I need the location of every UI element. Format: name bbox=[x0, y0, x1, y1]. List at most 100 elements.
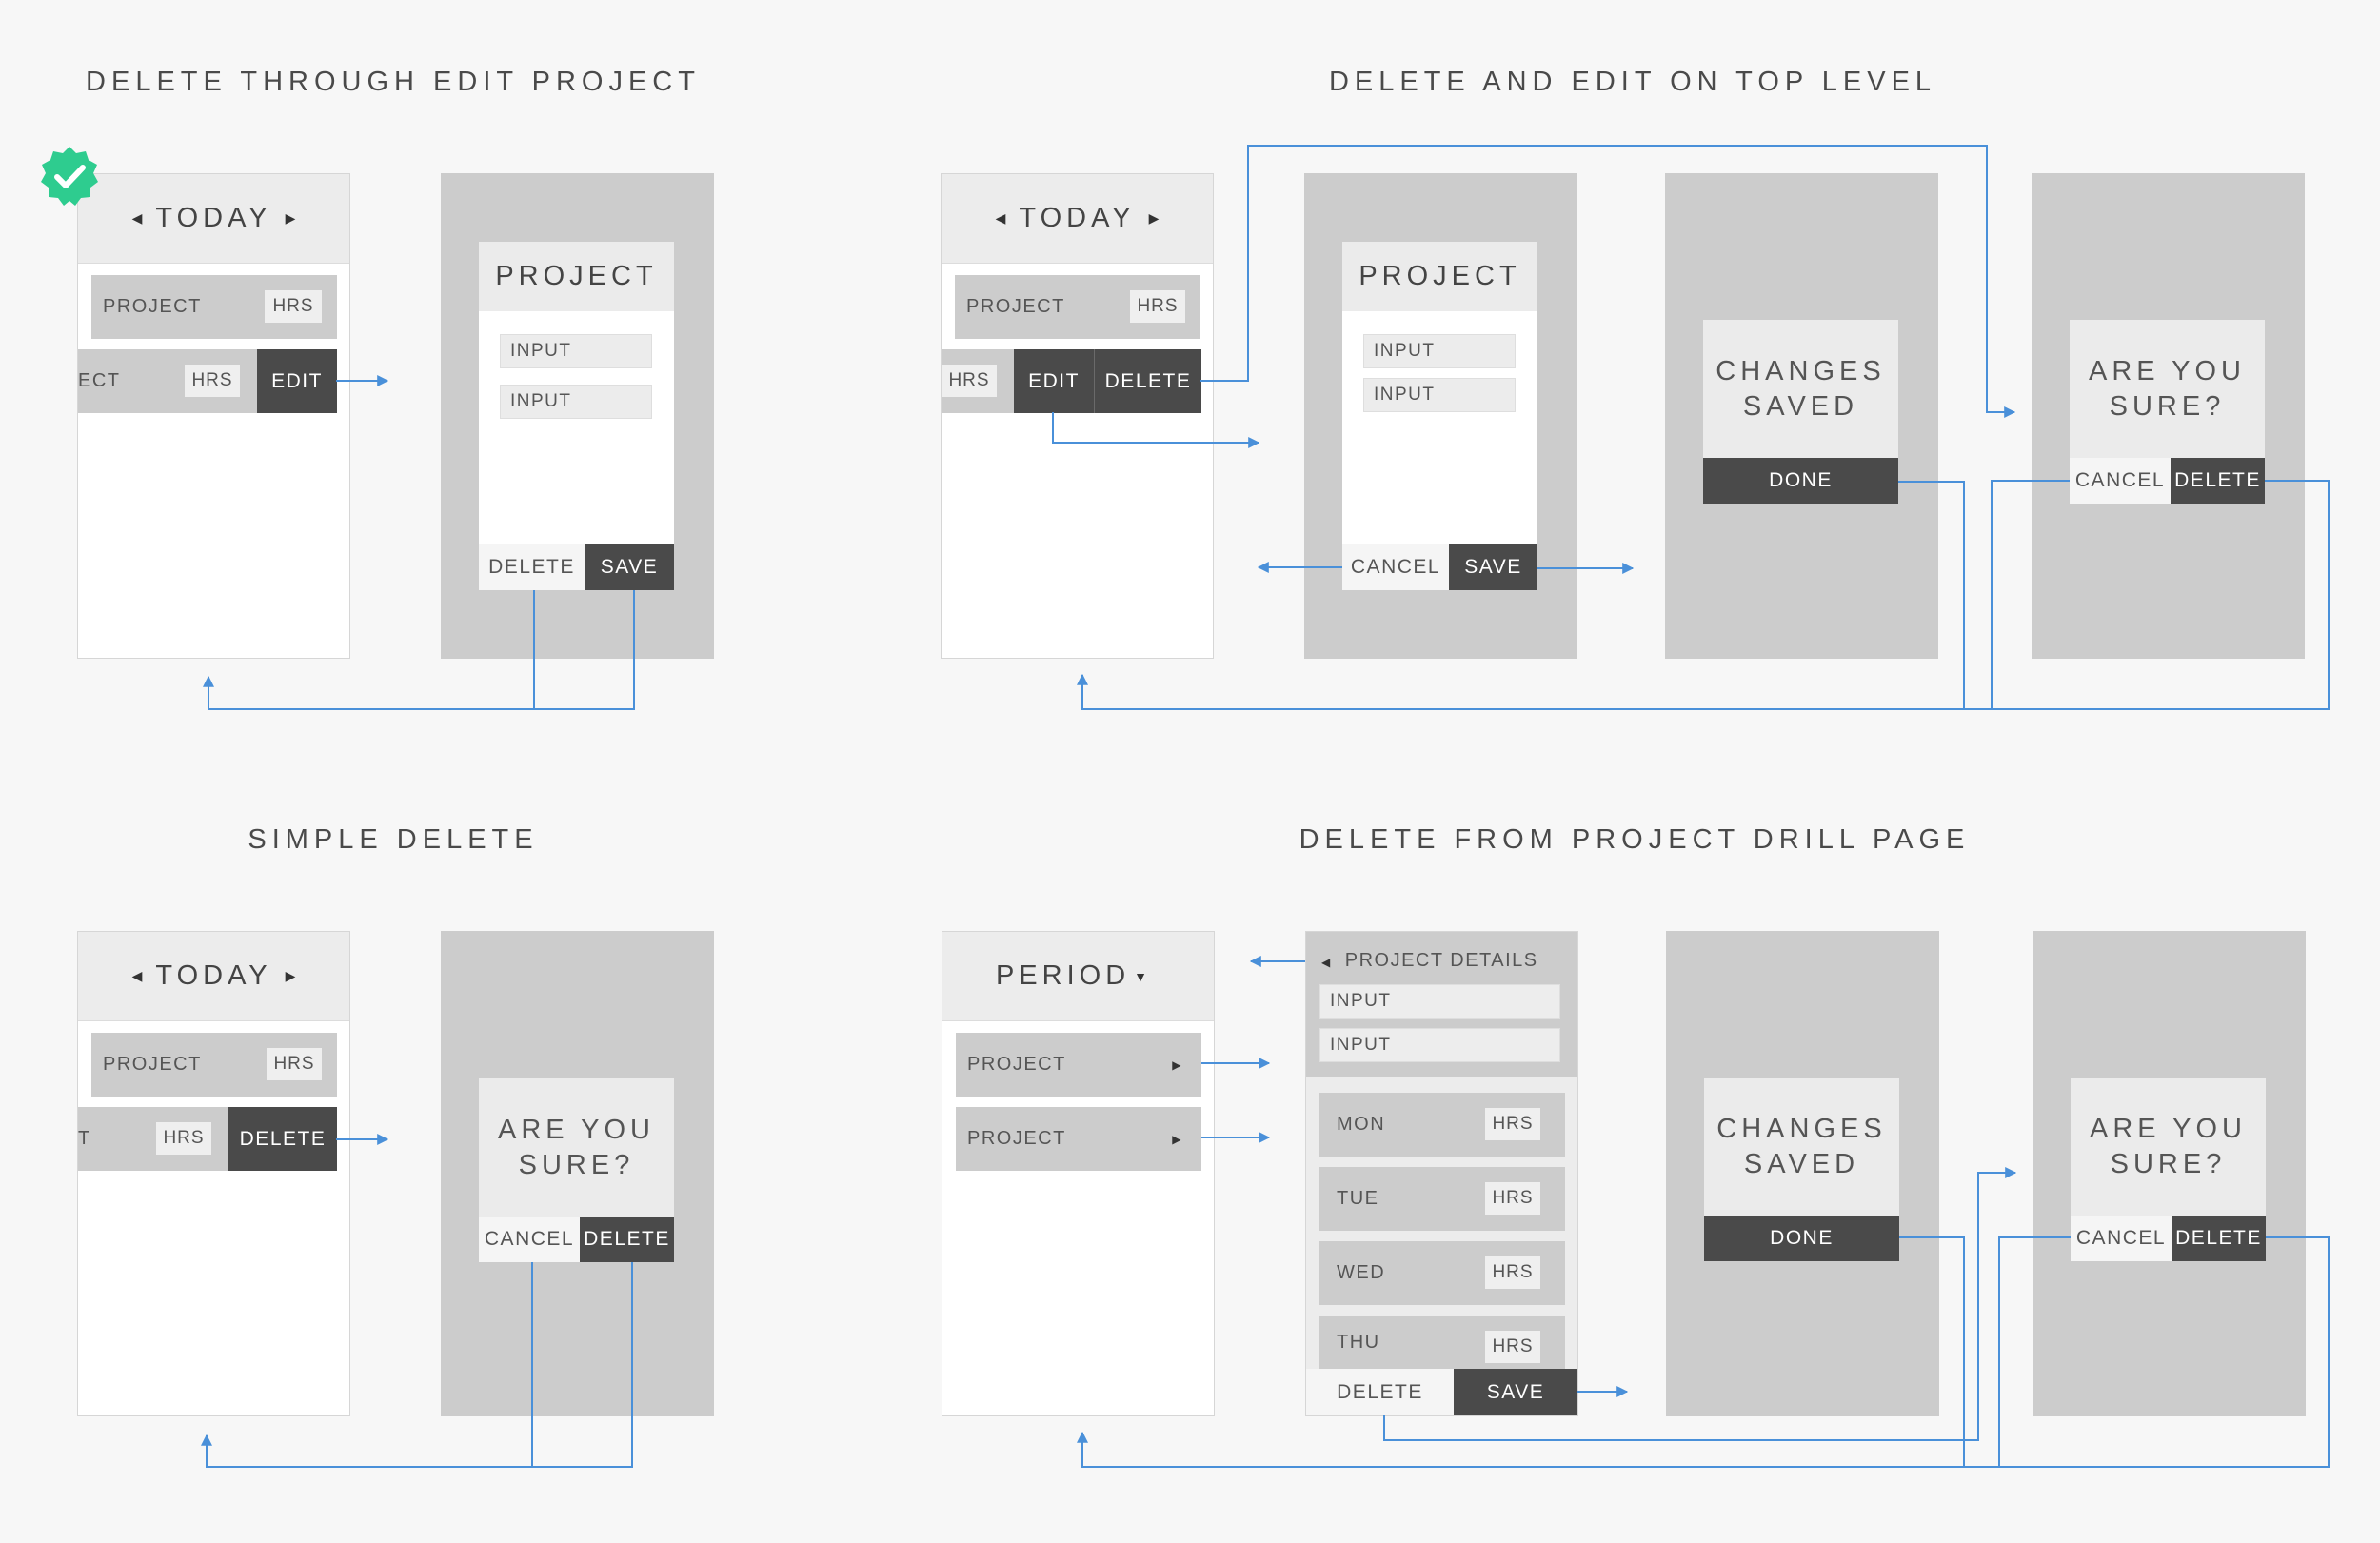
hrs-badge: HRS bbox=[267, 1048, 322, 1080]
project-row[interactable]: PROJECT ▶ bbox=[956, 1107, 1201, 1171]
today-label: TODAY bbox=[155, 203, 272, 233]
delete-button[interactable]: DELETE bbox=[2171, 458, 2265, 504]
edit-button[interactable]: EDIT bbox=[1014, 349, 1094, 413]
triangle-left-icon[interactable]: ◀ bbox=[131, 968, 143, 983]
project-label: PROJECT bbox=[967, 1128, 1066, 1149]
triangle-left-icon[interactable]: ◀ bbox=[1321, 956, 1332, 969]
project-row[interactable]: PROJECT HRS bbox=[955, 275, 1200, 339]
cancel-button[interactable]: CANCEL bbox=[2070, 458, 2171, 504]
hrs-badge: HRS bbox=[942, 365, 997, 397]
input-field[interactable]: INPUT bbox=[500, 385, 652, 419]
phone-screen-today: ◀ TODAY ▶ PROJECT HRS ECT HRS EDIT bbox=[77, 173, 350, 659]
are-you-sure-message: ARE YOU SURE? bbox=[2071, 1078, 2266, 1216]
project-label: PROJECT bbox=[967, 1054, 1066, 1075]
edit-button[interactable]: EDIT bbox=[257, 349, 337, 413]
triangle-right-icon: ▶ bbox=[1172, 1058, 1182, 1072]
project-row-swiped[interactable]: ECT HRS bbox=[78, 349, 260, 413]
day-row-tue[interactable]: TUE HRS bbox=[1319, 1167, 1565, 1231]
day-row-mon[interactable]: MON HRS bbox=[1319, 1093, 1565, 1157]
cancel-button[interactable]: CANCEL bbox=[1342, 544, 1449, 590]
save-button[interactable]: SAVE bbox=[1449, 544, 1537, 590]
project-label-truncated: ECT bbox=[78, 370, 121, 391]
period-label[interactable]: PERIOD bbox=[995, 960, 1131, 991]
done-button[interactable]: DONE bbox=[1703, 458, 1898, 504]
input-field[interactable]: INPUT bbox=[1319, 984, 1560, 1019]
hrs-badge: HRS bbox=[1485, 1256, 1540, 1289]
flow-arrow bbox=[1077, 1431, 1999, 1468]
project-details-label: PROJECT DETAILS bbox=[1344, 950, 1538, 971]
section-title-delete-through-edit: DELETE THROUGH EDIT PROJECT bbox=[86, 67, 701, 97]
phone-screen-period: PERIOD ▼ PROJECT ▶ PROJECT ▶ bbox=[942, 931, 1215, 1416]
flow-line bbox=[1898, 481, 1965, 709]
triangle-right-icon: ▶ bbox=[1172, 1132, 1182, 1146]
header-today: ◀ TODAY ▶ bbox=[78, 174, 349, 264]
project-row-swiped[interactable]: HRS bbox=[942, 349, 1014, 413]
triangle-right-icon[interactable]: ▶ bbox=[285, 210, 296, 226]
day-row-thu[interactable]: THU HRS bbox=[1319, 1316, 1565, 1369]
today-label: TODAY bbox=[155, 960, 272, 991]
triangle-right-icon[interactable]: ▶ bbox=[285, 968, 296, 983]
triangle-left-icon[interactable]: ◀ bbox=[131, 210, 143, 226]
phone-screen-today: ◀ TODAY ▶ PROJECT HRS T HRS DELETE bbox=[77, 931, 350, 1416]
flow-arrow bbox=[1383, 1167, 2017, 1441]
delete-button[interactable]: DELETE bbox=[1306, 1369, 1454, 1415]
delete-button[interactable]: DELETE bbox=[580, 1217, 674, 1262]
day-label: THU bbox=[1337, 1331, 1380, 1353]
flow-arrow bbox=[1052, 412, 1260, 448]
section-title-delete-from-drill: DELETE FROM PROJECT DRILL PAGE bbox=[1299, 824, 1971, 855]
are-you-sure-message: ARE YOU SURE? bbox=[479, 1078, 674, 1217]
day-label: WED bbox=[1337, 1262, 1386, 1283]
triangle-left-icon[interactable]: ◀ bbox=[995, 210, 1006, 226]
cancel-button[interactable]: CANCEL bbox=[2071, 1216, 2172, 1261]
project-label: PROJECT bbox=[103, 1054, 202, 1075]
flow-line bbox=[1991, 480, 2070, 709]
project-row-swiped[interactable]: T HRS bbox=[78, 1107, 230, 1171]
delete-button[interactable]: DELETE bbox=[479, 544, 585, 590]
delete-button[interactable]: DELETE bbox=[1094, 349, 1201, 413]
project-label-truncated: T bbox=[78, 1128, 91, 1149]
flow-arrow bbox=[1200, 145, 2016, 418]
project-row[interactable]: PROJECT HRS bbox=[91, 275, 337, 339]
input-field[interactable]: INPUT bbox=[500, 334, 652, 368]
flow-line bbox=[1899, 1236, 1965, 1467]
delete-button[interactable]: DELETE bbox=[228, 1107, 337, 1171]
save-button[interactable]: SAVE bbox=[1454, 1369, 1577, 1415]
save-button[interactable]: SAVE bbox=[585, 544, 674, 590]
flow-arrow bbox=[203, 675, 534, 710]
section-title-simple-delete: SIMPLE DELETE bbox=[248, 824, 539, 855]
triangle-right-icon[interactable]: ▶ bbox=[1148, 210, 1160, 226]
project-details-title[interactable]: ◀ PROJECT DETAILS bbox=[1321, 950, 1538, 972]
triangle-down-icon[interactable]: ▼ bbox=[1134, 968, 1148, 984]
day-row-wed[interactable]: WED HRS bbox=[1319, 1241, 1565, 1305]
check-badge-icon bbox=[41, 147, 98, 206]
input-field[interactable]: INPUT bbox=[1363, 378, 1516, 412]
flow-line bbox=[1964, 1236, 2330, 1468]
flow-line bbox=[1964, 480, 2330, 710]
project-label: PROJECT bbox=[103, 296, 202, 317]
project-row[interactable]: PROJECT ▶ bbox=[956, 1033, 1201, 1097]
header-today: ◀ TODAY ▶ bbox=[78, 932, 349, 1021]
header-today: ◀ TODAY ▶ bbox=[942, 174, 1213, 264]
phone-screen-today: ◀ TODAY ▶ PROJECT HRS HRS EDIT DELETE bbox=[941, 173, 1214, 659]
project-row[interactable]: PROJECT HRS bbox=[91, 1033, 337, 1097]
today-label: TODAY bbox=[1019, 203, 1136, 233]
flow-arrow bbox=[1077, 673, 1992, 710]
delete-button[interactable]: DELETE bbox=[2172, 1216, 2266, 1261]
input-field[interactable]: INPUT bbox=[1363, 334, 1516, 368]
cancel-button[interactable]: CANCEL bbox=[479, 1217, 580, 1262]
project-card-title: PROJECT bbox=[1342, 242, 1537, 311]
done-button[interactable]: DONE bbox=[1704, 1216, 1899, 1261]
project-label: PROJECT bbox=[966, 296, 1065, 317]
changes-saved-message: CHANGES SAVED bbox=[1703, 320, 1898, 458]
section-title-delete-and-edit-top: DELETE AND EDIT ON TOP LEVEL bbox=[1328, 67, 1937, 97]
day-label: TUE bbox=[1337, 1188, 1379, 1209]
flow-arrow bbox=[201, 1434, 532, 1468]
project-card-title: PROJECT bbox=[479, 242, 674, 311]
changes-saved-message: CHANGES SAVED bbox=[1704, 1078, 1899, 1216]
hrs-badge: HRS bbox=[265, 290, 322, 323]
are-you-sure-message: ARE YOU SURE? bbox=[2070, 320, 2265, 458]
flow-line bbox=[1998, 1236, 2071, 1467]
input-field[interactable]: INPUT bbox=[1319, 1028, 1560, 1062]
day-label: MON bbox=[1337, 1114, 1386, 1135]
